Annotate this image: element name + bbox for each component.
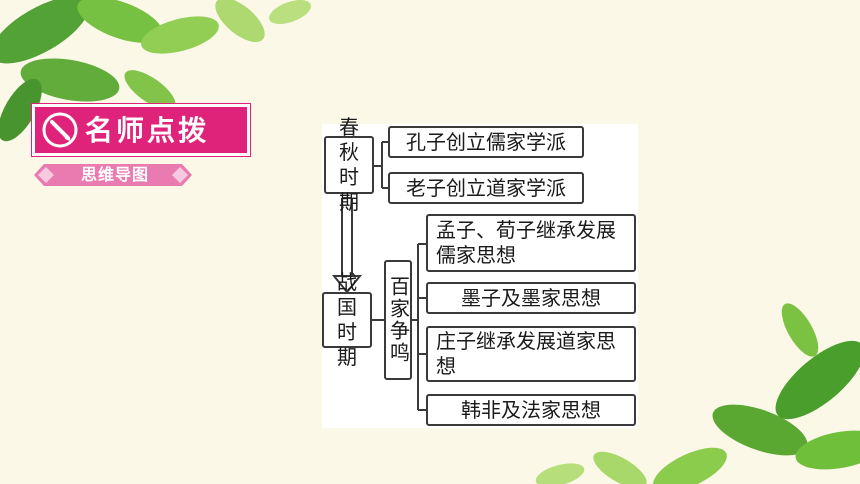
mindmap-subtitle: 思维导图	[80, 165, 149, 184]
node-spring-autumn: 春秋时期	[324, 115, 374, 214]
badge-title: 名师点拨	[85, 114, 210, 147]
node-mozi: 墨子及墨家思想	[426, 282, 636, 314]
node-mencius-xunzi: 孟子、荀子继承发展儒家思想	[426, 214, 636, 272]
node-hundred-schools: 百家争鸣	[384, 260, 412, 380]
mindmap-subtitle-bar: 思维导图	[34, 164, 192, 186]
pen-circle-icon	[42, 112, 78, 148]
node-laozi: 老子创立道家学派	[388, 172, 584, 204]
section-badge: 名师点拨	[32, 104, 250, 156]
node-zhuangzi: 庄子继承发展道家思想	[426, 326, 636, 382]
mindmap-panel: 春秋时期 孔子创立儒家学派 老子创立道家学派 战国时期 百家争鸣 孟子、荀子继承…	[322, 115, 638, 428]
node-warring-states: 战国时期	[322, 270, 372, 369]
node-hanfei: 韩非及法家思想	[426, 394, 636, 426]
node-confucius: 孔子创立儒家学派	[388, 126, 584, 158]
mindmap-connectors	[331, 141, 426, 411]
